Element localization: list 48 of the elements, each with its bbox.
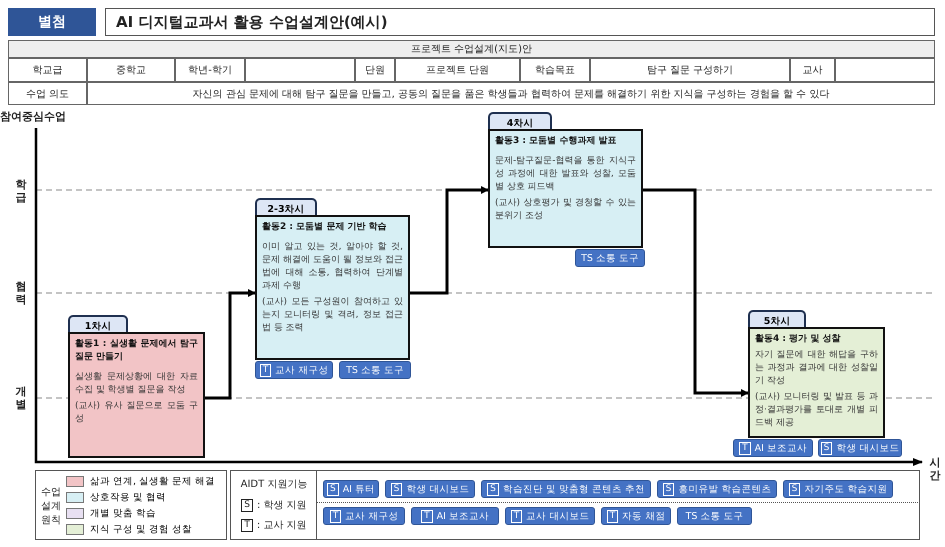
legend-text: 지식 구성 및 경험 성찰 — [90, 523, 194, 537]
table-header-cell: 프로젝트 수업설계(지도)안 — [8, 40, 935, 58]
activity-box: 활동4 : 평가 및 성찰 자기 질문에 대한 해답을 구하는 과정과 결과에 대한 성찰일기 작성 (교사) 모니터링 및 발표 등 과정·결과평가를 토대로 개별 피드백 제공 — [748, 327, 885, 438]
table-cell: 탐구 질문 구성하기 — [590, 58, 790, 82]
tool-chip: TS 소통 도구 — [339, 361, 411, 379]
panel-title: AIDT 지원기능 — [240, 478, 308, 492]
activity-box: 활동2 : 모둠별 문제 기반 학습 이미 알고 있는 것, 알아야 할 것, 문제 해결에 도움이 될 정보와 접근법에 대해 소통, 협력하여 단계별 과제 수행 (교사) 모든 구성원이 참여하고 있는지 모니터링 및 격려, 정보 접근법 등 조력 — [255, 215, 410, 360]
legend-title: 수업 설계 원칙 — [40, 486, 62, 528]
activity-box: 활동3 : 모둠별 수행과제 발표 문제-탐구질문-협력을 통한 지식구성 과정에 대한 발표와 성찰, 모둠별 상호 피드백 (교사) 상호평가 및 경청할 수 있는 분위기 조성 — [488, 129, 643, 248]
table-header-cell: 교사 — [790, 58, 835, 82]
level-label: 개별 — [14, 384, 28, 413]
table-cell: 자신의 관심 문제에 대해 탐구 질문을 만들고, 공동의 질문을 품은 학생들과 협력하여 문제를 해결하기 위한 지식을 구성하는 경험을 할 수 있다 — [87, 82, 935, 105]
flow-arrow — [410, 186, 489, 294]
flow-arrow — [643, 188, 749, 397]
level-label: 학급 — [14, 177, 28, 206]
legend-text: 삶과 연계, 실생활 문제 해결 — [90, 475, 216, 489]
tool-chip: TS 소통 도구 — [575, 249, 645, 267]
flow-arrow — [205, 289, 256, 400]
function-chip: T 교사 재구성 — [323, 507, 405, 525]
panel-note: S : 학생 지원 — [232, 496, 316, 514]
function-chip: S 학생 대시보드 — [385, 480, 475, 498]
title-text: AI 디지털교과서 활용 수업설계안(예시) — [105, 8, 935, 36]
legend-text: 개별 맞춤 학습 — [90, 507, 158, 521]
level-label: 협력 — [14, 279, 28, 308]
tool-chip: S 학생 대시보드 — [818, 439, 902, 457]
table-header-cell: 수업 의도 — [8, 82, 87, 105]
function-chip: T 자동 채점 — [601, 507, 671, 525]
table-cell: 중학교 — [87, 58, 175, 82]
function-chip: S AI 튜터 — [323, 480, 379, 498]
table-header-cell: 단원 — [355, 58, 395, 82]
tool-chip: T AI 보조교사 — [733, 439, 813, 457]
table-header-cell: 학습목표 — [520, 58, 590, 82]
function-chip: T AI 보조교사 — [411, 507, 499, 525]
function-chip: S 학습진단 및 맞춤형 콘텐츠 추천 — [481, 480, 651, 498]
attachment-tag: 별첨 — [8, 8, 96, 36]
axis-title: 시간 — [928, 455, 942, 484]
table-cell: 프로젝트 단원 — [395, 58, 520, 82]
legend-text: 상호작용 및 협력 — [90, 491, 168, 505]
axis-title: 참여중심수업 — [0, 108, 67, 124]
function-chip: S 자기주도 학습지원 — [783, 480, 893, 498]
function-chip: TS 소통 도구 — [677, 507, 752, 525]
function-chip: T 교사 대시보드 — [505, 507, 595, 525]
table-header-cell: 학년-학기 — [175, 58, 245, 82]
function-chip: S 흥미유발 학습콘텐츠 — [657, 480, 777, 498]
panel-note: T : 교사 지원 — [232, 516, 316, 534]
table-header-cell: 학교급 — [8, 58, 87, 82]
tool-chip: T 교사 재구성 — [255, 361, 333, 379]
activity-box: 활동1 : 실생활 문제에서 탐구 질문 만들기 실생활 문제상황에 대한 자료수집 및 학생별 질문을 작성 (교사) 유사 질문으로 모둠 구성 — [68, 332, 205, 458]
